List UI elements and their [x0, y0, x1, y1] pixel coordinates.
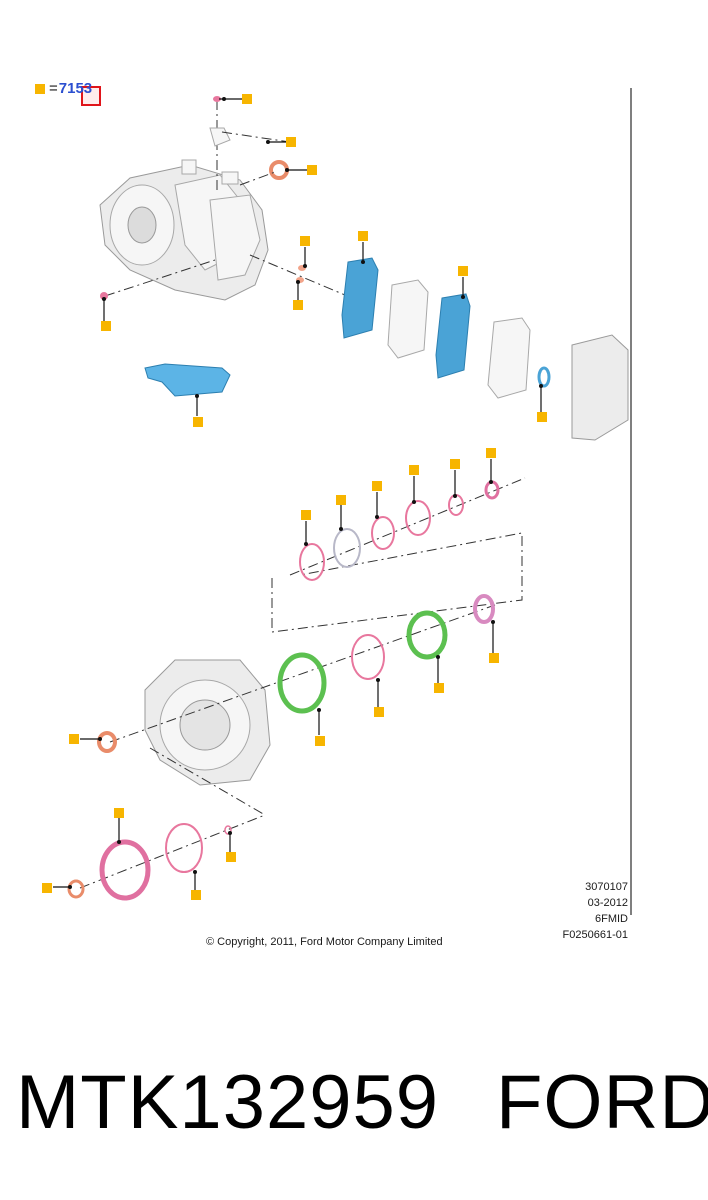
exploded-view-diagram: .cast { fill: #ececec; stroke: #9a9a9a; … [42, 88, 632, 915]
seal-ring-icon [371, 516, 395, 550]
seal-ring-icon [473, 594, 495, 624]
seal-ring-icon [406, 610, 448, 660]
diagram-meta: 3070107 03-2012 6FMID F0250661-01 [563, 879, 628, 943]
gasket-icon [435, 293, 471, 379]
seal-ring-icon [165, 823, 203, 873]
seal-ring-icon [97, 731, 117, 753]
legend-ref-number[interactable]: 7153 [58, 80, 93, 97]
legend: =7153 [49, 80, 92, 97]
seal-ring-icon [99, 839, 151, 901]
highlight-box [81, 86, 101, 106]
copyright-notice: © Copyright, 2011, Ford Motor Company Li… [206, 936, 443, 948]
seal-ring-icon [405, 500, 431, 536]
meta-line-3: 6FMID [595, 913, 628, 925]
seal-ring-icon [269, 160, 289, 180]
seal-ring-icon [67, 879, 85, 899]
seal-ring-icon [351, 634, 385, 680]
bracket-icon [209, 127, 231, 147]
part-number: MTK132959 [16, 1060, 440, 1145]
meta-line-2: 03-2012 [587, 897, 628, 909]
cover-icon [571, 334, 629, 441]
transmission-case-icon [99, 159, 269, 301]
converter-housing-icon [144, 659, 271, 786]
valve-body-icon [387, 279, 429, 359]
legend-equals: = [49, 80, 58, 97]
gasket-icon [341, 257, 379, 339]
legend-marker-icon [35, 84, 45, 94]
callout-markers [42, 94, 547, 900]
seal-ring-icon [537, 366, 551, 388]
brand-name: FORD [496, 1060, 708, 1145]
filter-icon [144, 363, 231, 397]
seal-ring-icon [448, 494, 464, 516]
valve-body-icon [487, 317, 531, 399]
seal-ring-icon [333, 528, 361, 568]
seal-ring-icon [299, 543, 325, 581]
meta-line-4: F0250661-01 [562, 929, 628, 941]
seal-ring-icon [277, 652, 327, 714]
meta-line-1: 3070107 [585, 881, 628, 893]
